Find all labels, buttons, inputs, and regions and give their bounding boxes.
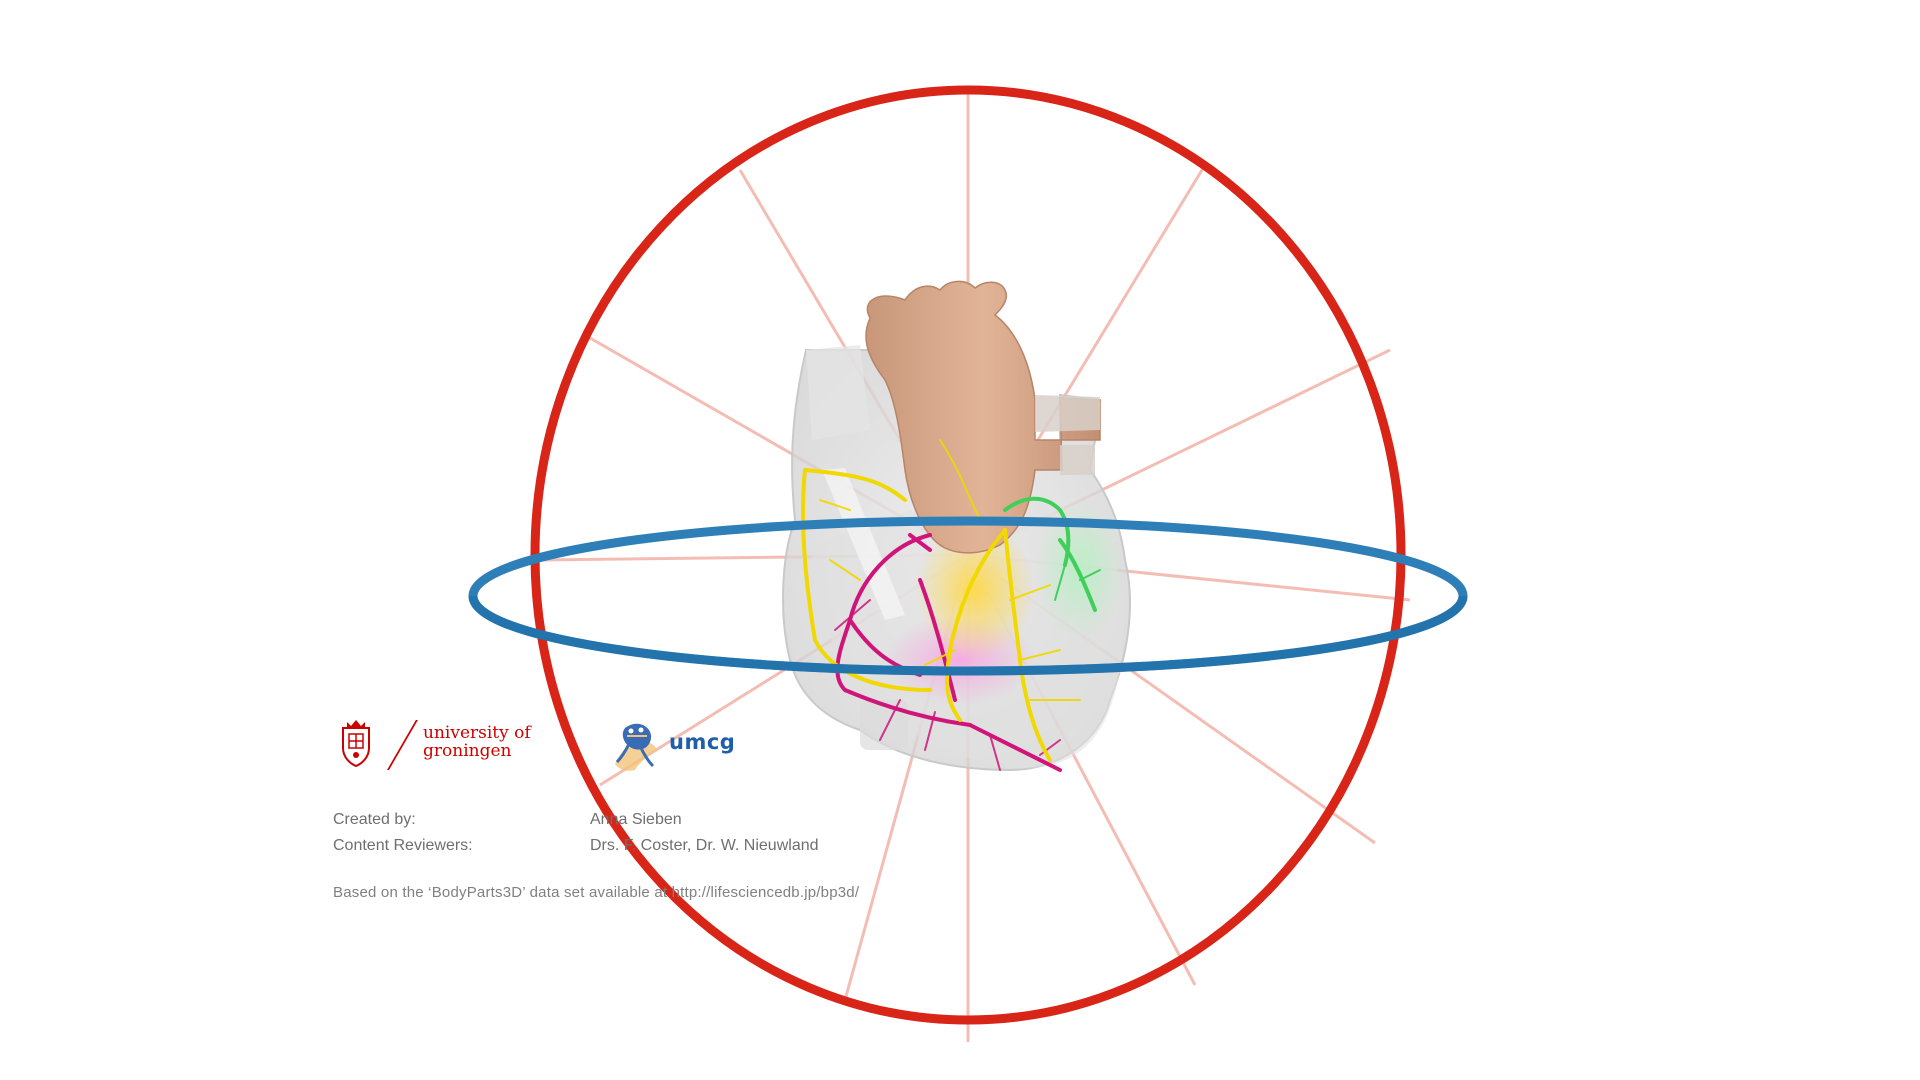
logo-strip: university of groningen umcg	[333, 712, 793, 778]
umcg-wordmark: umcg	[669, 730, 736, 754]
credit-row-created-by: Created by: Anna Sieben	[333, 807, 973, 833]
frog-icon	[615, 723, 657, 771]
created-by-value: Anna Sieben	[590, 811, 682, 828]
data-source-note: Based on the ‘BodyParts3D’ data set avai…	[333, 884, 860, 901]
university-name: university of groningen	[423, 723, 531, 761]
heart-model[interactable]	[782, 280, 1131, 772]
reviewers-label: Content Reviewers:	[333, 837, 473, 854]
university-of-groningen-logo[interactable]: university of groningen	[333, 712, 553, 778]
created-by-label: Created by:	[333, 811, 416, 828]
credit-row-reviewers: Content Reviewers: Drs. F. Coster, Dr. W…	[333, 833, 973, 859]
umcg-logo[interactable]: umcg	[603, 712, 783, 778]
credits: Created by: Anna Sieben Content Reviewer…	[333, 807, 973, 859]
reviewers-value: Drs. F. Coster, Dr. W. Nieuwland	[590, 837, 819, 854]
crest-icon	[342, 720, 370, 768]
logo-divider	[387, 720, 418, 770]
